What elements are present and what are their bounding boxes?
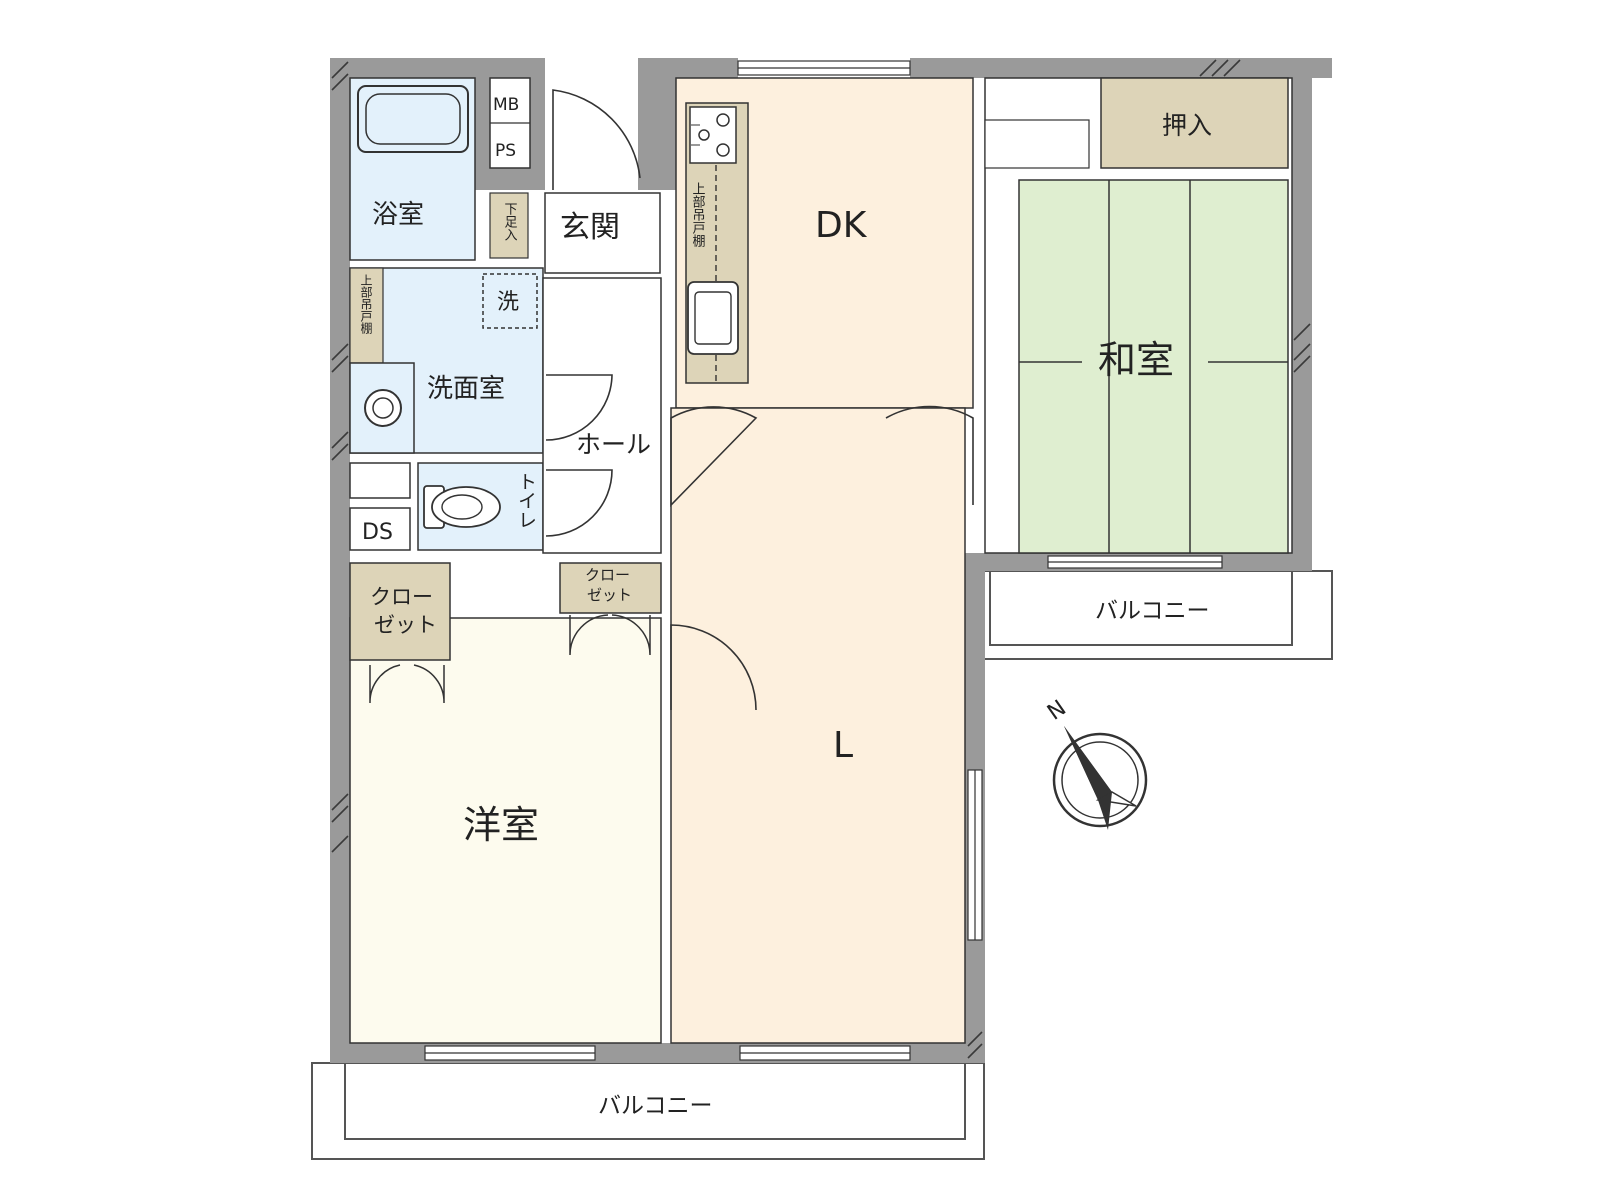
closet-mid-label-2: ゼット	[587, 586, 632, 604]
washroom-shelf-label: 上部吊戸棚	[359, 274, 373, 335]
japanese-entry-strip	[984, 119, 1090, 169]
closet-left-doors	[369, 664, 445, 704]
washroom-upper-shelf	[349, 267, 384, 364]
tatami-area	[1018, 179, 1289, 554]
closet-left	[349, 562, 451, 661]
stove-icon	[689, 106, 737, 164]
room-label-bath: 浴室	[372, 200, 424, 230]
toilet-icon	[423, 485, 501, 529]
closet-left-label-1: クロー	[370, 585, 433, 609]
shoe-box-label: 下足入	[502, 202, 518, 241]
oshiire-label: 押入	[1162, 111, 1212, 140]
compass-north-label: N	[1043, 696, 1071, 726]
windows	[424, 60, 1223, 1061]
toilet-label: トイレ	[515, 472, 537, 529]
closet-mid-doors	[569, 614, 651, 656]
mb-label: MB	[493, 95, 519, 115]
closet-mid-label-1: クロー	[585, 566, 630, 584]
room-label-dk: DK	[815, 205, 868, 246]
balcony-south-label: バルコニー	[598, 1093, 713, 1119]
wall-hatches	[331, 59, 1311, 1059]
shoe-box	[489, 192, 529, 259]
kitchen-sink-icon	[687, 281, 739, 355]
sink-icon	[364, 389, 402, 427]
balcony-south	[311, 1062, 985, 1160]
balcony-east-label: バルコニー	[1095, 598, 1210, 624]
closet-left-label-2: ゼット	[374, 613, 437, 637]
oshiire-closet	[1100, 77, 1289, 169]
washer-label: 洗	[497, 290, 519, 315]
entrance-area	[544, 192, 661, 274]
closet-small	[349, 462, 411, 499]
tatami-lines	[1019, 180, 1288, 553]
room-label-japanese: 和室	[1098, 338, 1174, 382]
living-area	[670, 407, 966, 1044]
ds-label: DS	[362, 520, 393, 545]
ps-label: PS	[495, 141, 516, 161]
washer-space	[482, 273, 538, 329]
closet-mid	[559, 562, 662, 614]
western-area	[349, 617, 662, 1044]
room-label-hall: ホール	[576, 430, 651, 459]
kitchen-shelf-label: 上部吊戸棚	[690, 182, 706, 247]
compass-icon: N	[1043, 696, 1148, 830]
room-label-living: L	[833, 725, 853, 766]
room-label-western: 洋室	[463, 803, 539, 847]
room-label-washroom: 洗面室	[427, 374, 505, 404]
doors	[545, 89, 974, 711]
room-label-entrance: 玄関	[560, 210, 620, 245]
ds-box	[349, 507, 411, 551]
hall-area	[542, 277, 662, 554]
